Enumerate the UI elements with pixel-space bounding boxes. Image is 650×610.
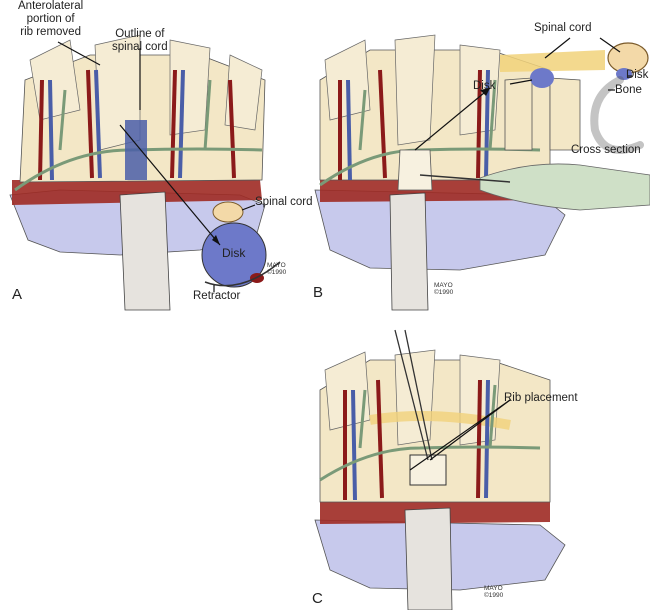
label-spinal-cord: Spinal cord xyxy=(255,196,313,208)
credit-line1: MAYO xyxy=(484,585,503,592)
nerves xyxy=(319,384,541,482)
panel-letter-a: A xyxy=(12,286,23,303)
inset-cross-bone xyxy=(590,76,644,154)
vessels xyxy=(38,69,236,181)
label-rib-placement: Rib placement xyxy=(504,392,578,404)
leader-lines xyxy=(57,41,256,292)
panel-letter-b: B xyxy=(313,284,324,301)
label-spinal-cord: Spinal cord xyxy=(534,22,592,34)
retractor xyxy=(404,507,453,610)
panel-a-illustration xyxy=(9,34,281,311)
inset-disk xyxy=(201,222,267,288)
credit-mayo-c: MAYO ©1990 xyxy=(484,585,503,599)
label-disk-right: Disk xyxy=(626,69,649,81)
label-disk: Disk xyxy=(222,246,246,260)
panel-c: Rib placement MAYO ©1990 C xyxy=(310,329,650,610)
leader-lines xyxy=(409,399,511,471)
label-disk-left: Disk xyxy=(473,80,496,92)
inset-spinal-cord xyxy=(212,201,244,223)
inset-retractor xyxy=(204,261,281,287)
panel-c-illustration xyxy=(314,329,566,610)
inset-cross-disk xyxy=(616,68,632,80)
retractor xyxy=(119,191,171,311)
panel-a: Anterolateral portion of rib removed Out… xyxy=(0,0,313,311)
panel-b: Spinal cord Disk Disk Bone Cross section… xyxy=(310,0,650,311)
panel-letter-c: C xyxy=(312,590,323,607)
vessels xyxy=(343,379,490,501)
disk-excavation xyxy=(397,149,433,191)
inset-vertebra-left xyxy=(504,77,533,151)
inset-cord-band xyxy=(500,50,605,72)
credit-line1: MAYO xyxy=(434,282,453,289)
disk-column xyxy=(125,120,147,180)
credit-mayo-a: MAYO ©1990 xyxy=(267,262,286,276)
label-cross-section: Cross section xyxy=(571,144,641,156)
panel-b-illustration xyxy=(314,34,650,311)
label-retractor: Retractor xyxy=(193,290,241,302)
credit-line2: ©1990 xyxy=(267,269,287,276)
label-rib-removed: Anterolateral portion of rib removed xyxy=(18,0,84,38)
muscle-band xyxy=(12,180,262,205)
credit-mayo-b: MAYO ©1990 xyxy=(434,282,453,296)
credit-line2: ©1990 xyxy=(484,592,504,599)
inset-vertebra-right xyxy=(549,77,581,151)
retractor xyxy=(389,192,429,311)
inset-disk-left xyxy=(530,68,554,88)
instrument xyxy=(404,329,433,461)
leader-lines xyxy=(414,37,632,151)
instrument xyxy=(419,174,511,183)
vessels xyxy=(338,69,490,181)
surgeon-hand xyxy=(479,163,650,211)
instrument xyxy=(394,329,429,461)
credit-line1: MAYO xyxy=(267,262,286,269)
label-outline-spinal-cord: Outline of spinal cord xyxy=(112,28,168,53)
label-bone: Bone xyxy=(615,84,642,96)
credit-line2: ©1990 xyxy=(434,289,454,296)
